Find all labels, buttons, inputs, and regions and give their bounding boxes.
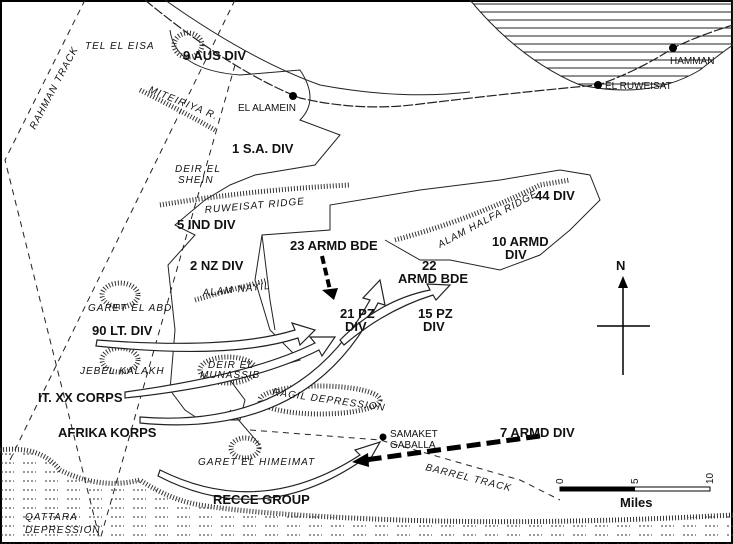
unit-1-sa-div: 1 S.A. DIV xyxy=(232,141,294,156)
arrow-23-armd-bde-head xyxy=(322,288,338,300)
qattara-escarpment xyxy=(0,446,733,525)
qattara-label-1: QATTARA xyxy=(25,512,78,523)
scale-tick-10: 10 xyxy=(705,472,716,484)
garet-el-himeimat-hill xyxy=(228,435,262,461)
hamman-dot xyxy=(669,44,677,52)
alam-halfa-ridge xyxy=(394,177,571,243)
unit-9-aus-div: 9 AUS DIV xyxy=(183,48,246,63)
jebel-kalakh-hill xyxy=(99,345,141,375)
scale-tick-0: 0 xyxy=(555,478,566,484)
deir-el-shein-label-2: SHEIN xyxy=(178,175,214,186)
qattara-depression xyxy=(0,449,733,544)
arrow-7-armd-div-head xyxy=(352,453,369,467)
unit-21-pz-div-2: DIV xyxy=(345,319,367,334)
garet-el-himeimat-label: GARET EL HIMEIMAT xyxy=(198,457,315,468)
arrow-7-armd-div xyxy=(364,433,541,463)
unit-10-armd-div-2: DIV xyxy=(505,247,527,262)
jebel-kalakh-label: JEBEL KALAKH xyxy=(79,366,165,377)
ruweisat-ridge xyxy=(159,182,351,208)
unit-7-armd-div: 7 ARMD DIV xyxy=(500,425,575,440)
unit-2-nz-div: 2 NZ DIV xyxy=(190,258,244,273)
arrow-afrika-korps-15 xyxy=(339,283,452,346)
alam-nayil-ridge xyxy=(194,277,269,303)
unit-90-lt-div: 90 LT. DIV xyxy=(92,323,153,338)
unit-afrika-korps: AFRIKA KORPS xyxy=(58,425,157,440)
unit-10-armd-div-1: 10 ARMD xyxy=(492,234,549,249)
samaket-gaballa-label-1: SAMAKET xyxy=(390,429,438,440)
unit-it-xx-corps: IT. XX CORPS xyxy=(38,390,123,405)
deir-el-shein-label-1: DEIR EL xyxy=(175,164,221,175)
track-diagonal xyxy=(99,64,236,541)
arrow-it-xx-corps xyxy=(124,336,337,399)
ragil-depression xyxy=(257,383,383,417)
track-west xyxy=(9,0,236,461)
garet-el-abd-label: GARET EL ABD xyxy=(88,303,172,314)
arrow-23-armd-bde xyxy=(320,255,332,291)
deir-el-munassib-label-1: DEIR EL xyxy=(208,360,254,371)
barrel-track xyxy=(249,429,561,501)
unit-23-armd-bde: 23 ARMD BDE xyxy=(290,238,378,253)
north-compass: N xyxy=(597,258,650,375)
arrow-90-lt-div xyxy=(95,322,317,353)
qattara-label-2: DEPRESSION xyxy=(25,525,101,536)
garet-el-abd-hill xyxy=(99,280,141,310)
unit-15-pz-div-2: DIV xyxy=(423,319,445,334)
unit-21-pz-div-1: 21 PZ xyxy=(340,306,375,321)
unit-22-armd-bde-2: ARMD BDE xyxy=(398,271,468,286)
sea xyxy=(469,0,733,91)
hamman-label: HAMMAN xyxy=(670,56,714,67)
el-alamein-label: EL ALAMEIN xyxy=(238,103,296,114)
el-ruweisat-label: EL RUWEISAT xyxy=(605,81,672,92)
el-alamein-dot xyxy=(289,92,297,100)
axis-advance-arrows xyxy=(95,278,452,500)
scale-bar: 0 5 10 Miles xyxy=(555,472,716,510)
deir-el-munassib-label-2: MUNASSIB xyxy=(200,370,260,381)
scale-unit: Miles xyxy=(620,495,653,510)
samaket-gaballa-dot xyxy=(379,433,387,441)
unit-44-div: 44 DIV xyxy=(535,188,575,203)
rahman-track xyxy=(4,0,101,541)
allied-front-line xyxy=(167,29,601,421)
unit-recce-group: RECCE GROUP xyxy=(213,492,310,507)
unit-15-pz-div-1: 15 PZ xyxy=(418,306,453,321)
el-ruweisat-dot xyxy=(594,81,602,89)
arrow-afrika-korps-21 xyxy=(139,278,386,426)
scale-tick-5: 5 xyxy=(630,478,641,484)
samaket-gaballa-label-2: GABALLA xyxy=(390,440,436,451)
north-label: N xyxy=(616,258,625,273)
tel-el-eisa-hill xyxy=(171,30,205,60)
unit-5-ind-div: 5 IND DIV xyxy=(177,217,236,232)
tel-el-eisa-label: TEL EL EISA xyxy=(85,41,155,52)
unit-22-armd-bde-1: 22 xyxy=(422,258,436,273)
